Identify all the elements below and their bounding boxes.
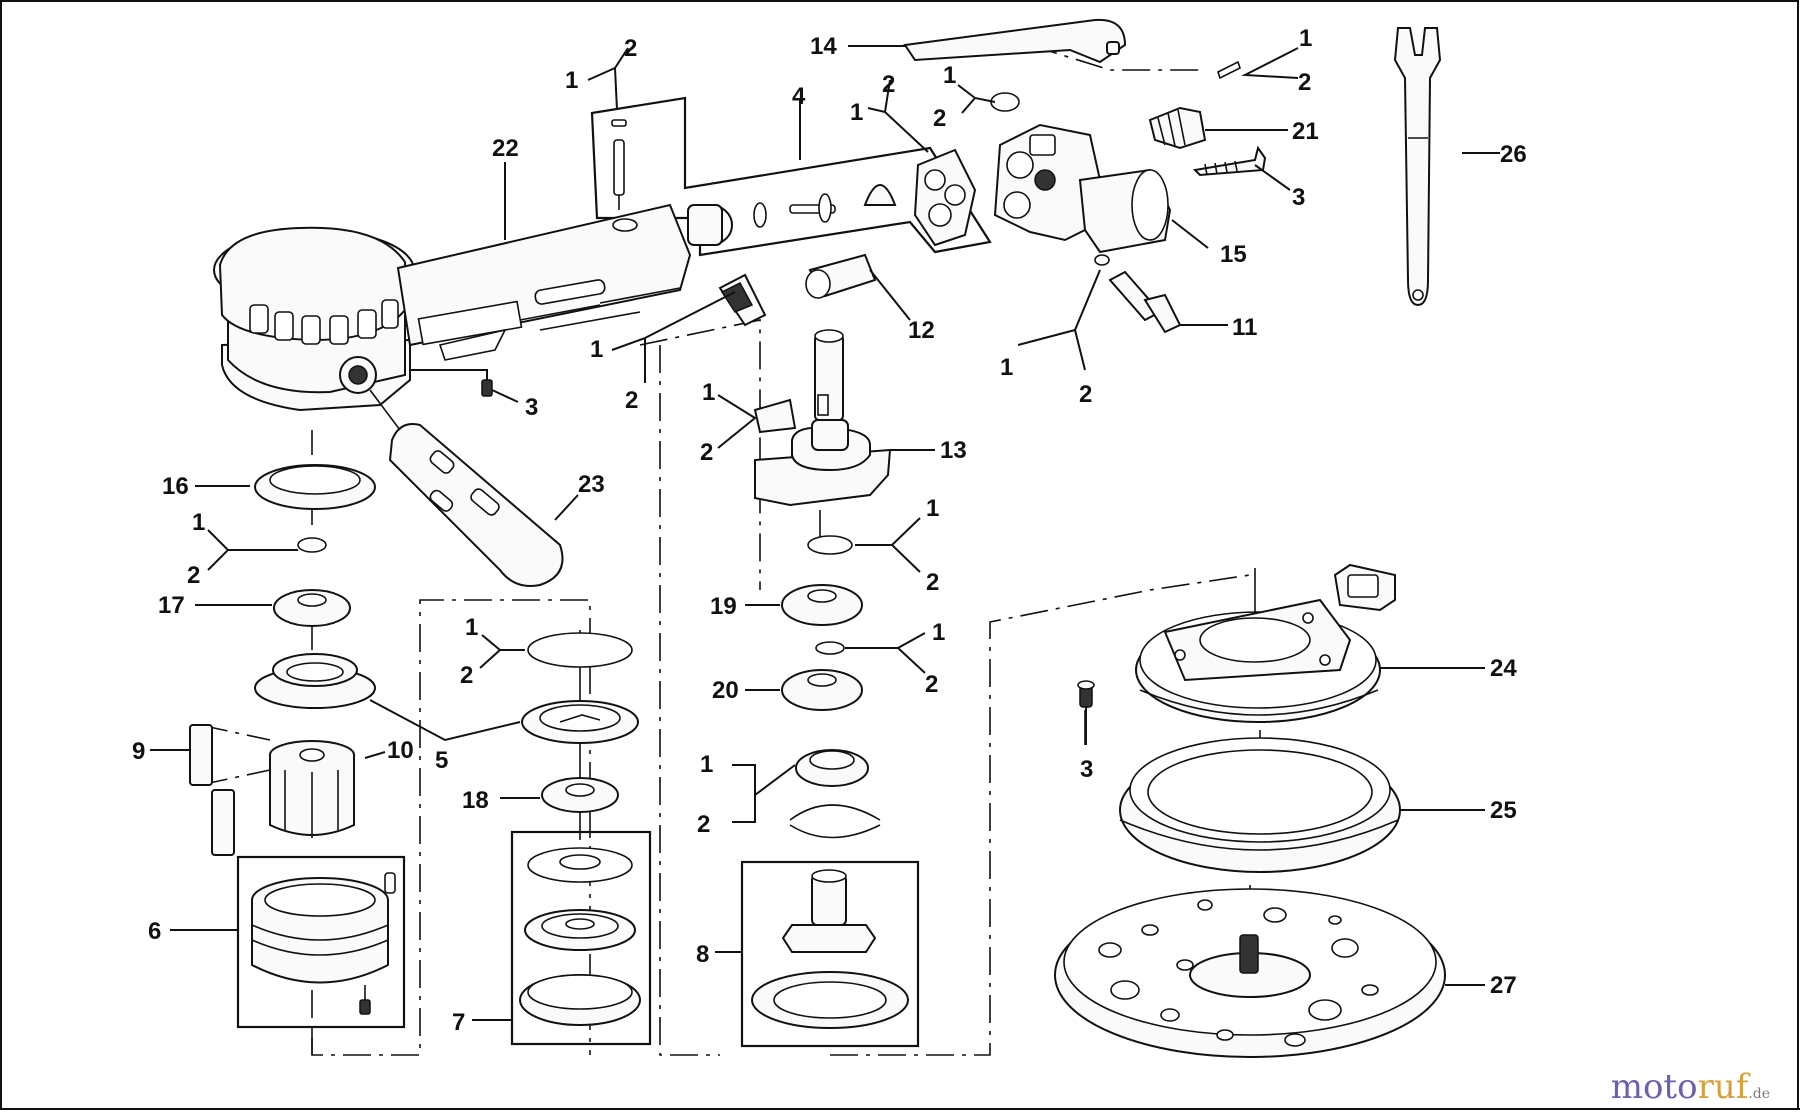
callout-1: 1: [702, 379, 715, 406]
callout-17: 17: [158, 592, 185, 619]
callout-11: 11: [1232, 314, 1257, 341]
watermark-part2: ruf: [1697, 1067, 1749, 1107]
callout-1: 1: [465, 614, 478, 641]
valve-stem: [1094, 254, 1182, 334]
center-stack-parts: [751, 329, 909, 1029]
callout-4: 4: [792, 83, 806, 110]
callout-26: 26: [1500, 141, 1527, 168]
callout-18: 18: [462, 787, 489, 814]
callout-5: 5: [435, 747, 448, 774]
callout-2: 2: [882, 71, 895, 98]
callout-2: 2: [624, 35, 637, 62]
valve-kit-parts: [611, 119, 977, 247]
callout-2: 2: [933, 105, 946, 132]
callout-2: 2: [697, 811, 710, 838]
callout-2: 2: [925, 671, 938, 698]
lever-pin: [1217, 60, 1241, 80]
callout-3: 3: [1292, 184, 1305, 211]
part-7-kit-box: [510, 830, 652, 1046]
callout-8: 8: [696, 941, 709, 968]
watermark-part1: moto: [1610, 1067, 1698, 1107]
callout-2: 2: [625, 387, 638, 414]
watermark-part3: .de: [1748, 1086, 1770, 1102]
callout-1: 1: [700, 751, 713, 778]
callout-2: 2: [1298, 69, 1311, 96]
callout-22: 22: [492, 135, 519, 162]
callout-1: 1: [565, 67, 578, 94]
callout-1: 1: [850, 99, 863, 126]
callout-25: 25: [1490, 797, 1517, 824]
callout-9: 9: [132, 738, 145, 765]
callout-6: 6: [148, 918, 161, 945]
callout-3: 3: [1080, 756, 1093, 783]
middle-left-stack-parts: [519, 632, 641, 1026]
callout-23: 23: [578, 471, 605, 498]
callout-2: 2: [700, 439, 713, 466]
callout-20: 20: [712, 677, 739, 704]
callout-21: 21: [1292, 118, 1319, 145]
wrench: [1393, 27, 1442, 307]
side-handle: [369, 389, 564, 587]
callout-1: 1: [590, 336, 603, 363]
callout-labels: 2 1 22 4 2 1 14 1 2 1 2 21 3 15 11 1 2 1…: [132, 25, 1527, 1036]
air-inlet-fitting: [1148, 106, 1267, 177]
callout-27: 27: [1490, 972, 1517, 999]
part-6-kit-box: [236, 855, 406, 1029]
callout-12: 12: [908, 317, 935, 344]
part-8-kit-box: [740, 860, 920, 1048]
callout-14: 14: [810, 33, 837, 60]
valve-housing: [903, 18, 1172, 254]
callout-24: 24: [1490, 655, 1517, 682]
callout-2: 2: [926, 569, 939, 596]
callout-10: 10: [387, 737, 414, 764]
callout-1: 1: [192, 509, 205, 536]
leader-lines: [150, 45, 1500, 1021]
callout-16: 16: [162, 473, 189, 500]
callout-2: 2: [187, 562, 200, 589]
callout-1: 1: [926, 495, 939, 522]
callout-19: 19: [710, 593, 737, 620]
muffler-parts: [718, 253, 877, 327]
callout-7: 7: [452, 1009, 465, 1036]
left-stack-parts: [189, 464, 396, 1015]
callout-3: 3: [525, 394, 538, 421]
backing-pad-parts: [1054, 563, 1446, 1058]
callout-13: 13: [940, 437, 967, 464]
callout-15: 15: [1220, 241, 1247, 268]
callout-1: 1: [932, 619, 945, 646]
sander-housing: [213, 203, 692, 412]
callout-1: 1: [943, 62, 956, 89]
callout-2: 2: [1079, 381, 1092, 408]
callout-1: 1: [1299, 25, 1312, 52]
callout-2: 2: [460, 662, 473, 689]
screw-3-body: [481, 379, 493, 397]
callout-1: 1: [1000, 354, 1013, 381]
watermark-logo: motoruf.de: [1611, 1067, 1770, 1107]
